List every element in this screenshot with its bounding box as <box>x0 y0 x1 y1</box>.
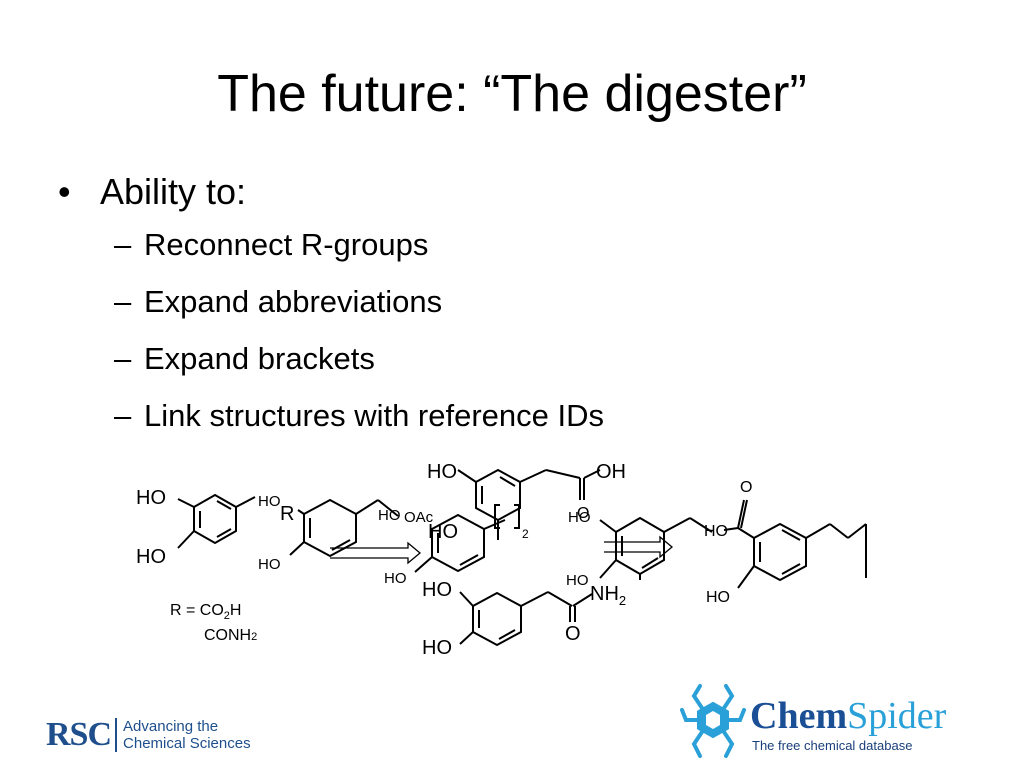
oac-molecule <box>414 513 506 573</box>
bullet-text: Ability to: <box>100 171 247 212</box>
rsc-tagline-line1: Advancing the <box>123 718 219 735</box>
bracket-subscript: 2 <box>522 527 529 541</box>
rsc-divider <box>115 718 118 752</box>
right-mid-ho-label: HO <box>568 509 591 526</box>
transformation-arrows <box>330 535 674 565</box>
bottom-molecule <box>459 591 593 647</box>
chemspider-logo-block: ChemSpider The free chemical database <box>680 680 980 760</box>
left-ho-label: HO <box>136 487 166 509</box>
left-ho-label: HO <box>136 546 166 568</box>
dash-symbol: – <box>114 341 132 376</box>
nh2-label: NH2 <box>590 583 626 608</box>
rsc-tagline: Advancing the Chemical Sciences <box>123 718 251 752</box>
dash-symbol: – <box>114 398 132 433</box>
slide-title: The future: “The digester” <box>217 65 807 123</box>
right-o-label: O <box>740 479 752 496</box>
left-molecule <box>177 493 256 549</box>
chemspider-tagline: The free chemical database <box>752 738 913 753</box>
dash-symbol: – <box>114 227 132 262</box>
right-mid-ho-label: HO <box>566 572 589 589</box>
mid-r-label: R <box>280 503 294 525</box>
mid-ho-label: HO <box>258 493 281 510</box>
bottom-ho-label: HO <box>422 637 452 659</box>
top-ho-label: HO <box>427 461 457 483</box>
right-molecule <box>723 499 867 589</box>
r-definition: R = CO2H <box>170 602 241 622</box>
rsc-tagline-line2: Chemical Sciences <box>123 735 251 752</box>
dash-symbol: – <box>114 284 132 319</box>
sub-item: –Reconnect R-groups <box>58 216 604 273</box>
rsc-logo: RSC <box>46 716 112 753</box>
chemspider-wordmark: ChemSpider <box>750 694 946 738</box>
sub-item-text: Expand brackets <box>144 341 375 376</box>
bullet-list: •Ability to: –Reconnect R-groups –Expand… <box>58 168 604 444</box>
right-ho-label: HO <box>704 523 728 540</box>
r-definition-conh2: CONH2 <box>204 627 257 644</box>
oac-ho-label: HO <box>378 507 401 524</box>
sub-item-text: Reconnect R-groups <box>144 227 429 262</box>
rsc-logo-block: RSC Advancing the Chemical Sciences <box>46 716 251 754</box>
top-molecule <box>457 468 601 540</box>
sub-item-text: Link structures with reference IDs <box>144 398 605 433</box>
sub-item: –Link structures with reference IDs <box>58 387 604 444</box>
sub-item: –Expand abbreviations <box>58 273 604 330</box>
bullet-symbol: • <box>58 171 71 212</box>
structure-labels: HO HO R = CO2H CONH2 HO R HO HO OAc HO H… <box>136 461 752 659</box>
mid-ho-label: HO <box>258 556 281 573</box>
sub-item-text: Expand abbreviations <box>144 284 443 319</box>
top-oh-label: OH <box>596 461 626 483</box>
chemspider-wordmark-spider: Spider <box>847 695 947 737</box>
chemspider-wordmark-chem: Chem <box>750 695 848 737</box>
right-mid-molecule <box>599 516 713 580</box>
spider-icon <box>680 684 746 758</box>
oac-label: OAc <box>404 509 434 526</box>
oac-ho-label: HO <box>428 521 458 543</box>
right-ho-label: HO <box>706 589 730 606</box>
bottom-ho-label: HO <box>422 579 452 601</box>
bullet-item: •Ability to: –Reconnect R-groups –Expand… <box>58 168 604 444</box>
sub-list: –Reconnect R-groups –Expand abbreviation… <box>58 216 604 444</box>
oac-ho-label: HO <box>384 570 407 587</box>
bottom-o-label: O <box>565 623 581 645</box>
top-o-label: O <box>577 505 589 522</box>
sub-item: –Expand brackets <box>58 330 604 387</box>
